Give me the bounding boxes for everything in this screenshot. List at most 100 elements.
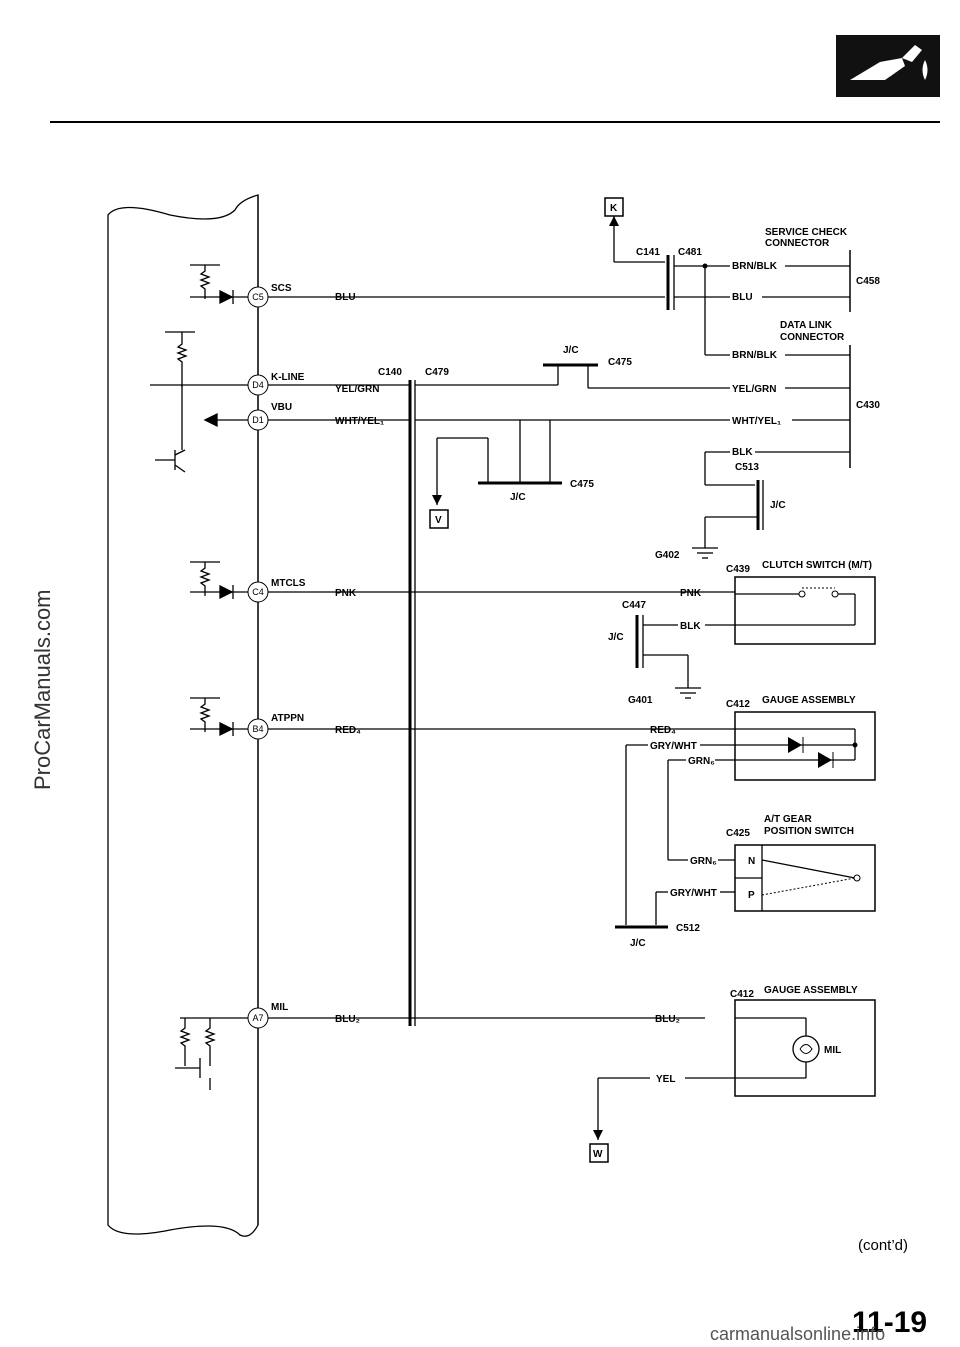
svg-text:D4: D4: [252, 380, 264, 390]
svg-text:CONNECTOR: CONNECTOR: [765, 238, 830, 249]
at-gear-position-switch: C425 A/T GEAR POSITION SWITCH N P GRN₆ G…: [655, 814, 876, 925]
svg-text:YEL: YEL: [656, 1074, 675, 1085]
page-number: 11-19: [852, 1306, 927, 1339]
svg-text:GAUGE ASSEMBLY: GAUGE ASSEMBLY: [764, 985, 858, 996]
svg-text:C447: C447: [622, 600, 646, 611]
svg-text:N: N: [748, 856, 755, 867]
svg-text:C513: C513: [735, 462, 759, 473]
svg-text:K: K: [610, 203, 618, 214]
junction-jc-top: J/C C475: [415, 345, 730, 389]
svg-text:GRY/WHT: GRY/WHT: [650, 741, 697, 752]
svg-text:A7: A7: [252, 1013, 263, 1023]
ref-k: K: [604, 197, 665, 263]
ecm-internal-mil: [175, 1017, 248, 1090]
signal-kline: K-LINE: [271, 372, 305, 383]
svg-text:C4: C4: [252, 587, 264, 597]
svg-text:POSITION SWITCH: POSITION SWITCH: [764, 826, 854, 837]
ecm-internal-kline: [150, 331, 248, 473]
svg-text:J/C: J/C: [608, 632, 624, 643]
connector-c140-c479: C140 C479: [378, 367, 449, 1026]
svg-text:DATA LINK: DATA LINK: [780, 320, 833, 331]
connector-c141-c481: C141 C481: [636, 247, 730, 356]
svg-text:BLK: BLK: [732, 447, 753, 458]
svg-text:J/C: J/C: [770, 500, 786, 511]
svg-text:BLK: BLK: [680, 621, 701, 632]
svg-text:C141: C141: [636, 247, 660, 258]
svg-text:J/C: J/C: [510, 492, 526, 503]
svg-text:CONNECTOR: CONNECTOR: [780, 332, 845, 343]
svg-text:P: P: [748, 890, 755, 901]
pin-c5: C5: [247, 286, 269, 308]
svg-text:D1: D1: [252, 415, 264, 425]
svg-text:C425: C425: [726, 828, 750, 839]
svg-text:C412: C412: [730, 989, 754, 1000]
svg-text:MIL: MIL: [824, 1045, 841, 1056]
wire-label-blu: BLU: [335, 292, 356, 303]
svg-text:G402: G402: [655, 550, 680, 561]
svg-text:B4: B4: [252, 724, 263, 734]
svg-text:C475: C475: [570, 479, 594, 490]
ecm-outline: [107, 194, 259, 1237]
svg-text:C475: C475: [608, 357, 632, 368]
signal-atppn: ATPPN: [271, 713, 304, 724]
gauge-assembly-2: C412 GAUGE ASSEMBLY BLU₂ MIL YEL: [593, 985, 876, 1140]
junction-c513: C513 J/C G402: [655, 451, 786, 561]
signal-scs: SCS: [271, 283, 292, 294]
signal-mtcls: MTCLS: [271, 578, 306, 589]
wire-label-yelgrn: YEL/GRN: [335, 384, 379, 395]
svg-text:V: V: [435, 515, 442, 526]
wire-label-whtyel: WHT/YEL₁: [335, 416, 384, 427]
svg-text:A/T GEAR: A/T GEAR: [764, 814, 813, 825]
svg-text:J/C: J/C: [630, 938, 646, 949]
signal-vbu: VBU: [271, 402, 292, 413]
ref-w: W: [589, 1143, 609, 1163]
ref-v: V: [429, 509, 449, 529]
pin-d1: D1: [247, 409, 269, 431]
svg-text:C412: C412: [726, 699, 750, 710]
pin-a7: A7: [247, 1007, 269, 1029]
ecm-internal-atppn: [190, 697, 248, 737]
svg-text:BLU₂: BLU₂: [655, 1014, 680, 1025]
pin-b4: B4: [247, 718, 269, 740]
svg-text:SERVICE CHECK: SERVICE CHECK: [765, 227, 848, 238]
svg-text:J/C: J/C: [563, 345, 579, 356]
svg-text:GRN₆: GRN₆: [688, 756, 715, 767]
clutch-switch: C439 CLUTCH SWITCH (M/T) PNK BLK: [680, 560, 876, 645]
ecm-internal-vbu: [203, 412, 248, 428]
junction-c512: C512 J/C: [615, 923, 700, 949]
svg-text:C5: C5: [252, 292, 264, 302]
wire-label-pnk: PNK: [335, 588, 357, 599]
pin-c4: C4: [247, 581, 269, 603]
svg-text:BRN/BLK: BRN/BLK: [732, 350, 778, 361]
svg-text:CLUTCH SWITCH (M/T): CLUTCH SWITCH (M/T): [762, 560, 872, 571]
svg-text:W: W: [593, 1149, 603, 1160]
ecm-internal-scs: [190, 264, 248, 305]
svg-text:YEL/GRN: YEL/GRN: [732, 384, 776, 395]
svg-text:GRY/WHT: GRY/WHT: [670, 888, 717, 899]
watermark-text: ProCarManuals.com: [30, 589, 55, 790]
svg-text:PNK: PNK: [680, 588, 702, 599]
svg-text:C458: C458: [856, 276, 880, 287]
svg-text:C439: C439: [726, 564, 750, 575]
svg-text:WHT/YEL₁: WHT/YEL₁: [732, 416, 781, 427]
svg-text:BLU: BLU: [732, 292, 753, 303]
ecm-internal-mtcls: [190, 561, 248, 600]
pin-d4: D4: [247, 374, 269, 396]
wire-label-blu2: BLU₂: [335, 1014, 360, 1025]
svg-text:GAUGE ASSEMBLY: GAUGE ASSEMBLY: [762, 695, 856, 706]
gauge-assembly-1: C412 GAUGE ASSEMBLY RED₄ GRY/WHT GRN₆: [625, 695, 876, 925]
junction-jc-mid: J/C C475: [415, 419, 730, 505]
contd-label: (cont’d): [858, 1237, 908, 1254]
svg-text:BRN/BLK: BRN/BLK: [732, 261, 778, 272]
svg-text:G401: G401: [628, 695, 653, 706]
svg-text:C512: C512: [676, 923, 700, 934]
svg-text:C479: C479: [425, 367, 449, 378]
svg-text:C140: C140: [378, 367, 402, 378]
svg-text:GRN₆: GRN₆: [690, 856, 717, 867]
signal-mil: MIL: [271, 1002, 288, 1013]
svg-text:C481: C481: [678, 247, 702, 258]
wire-label-red: RED₄: [335, 725, 361, 736]
svg-text:C430: C430: [856, 400, 880, 411]
junction-c447: C447 J/C G401: [608, 600, 701, 706]
